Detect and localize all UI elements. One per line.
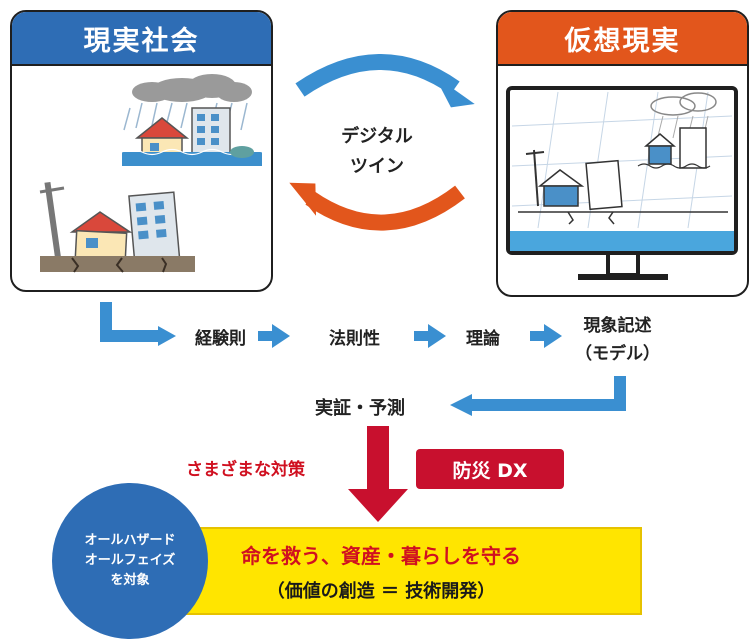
flow-step-model: 現象記述 （モデル） <box>575 312 660 368</box>
goal-line2: （価値の創造 ＝ 技術開発） <box>266 580 496 602</box>
flow-step-arrow-2 <box>414 324 446 348</box>
sketch-collapsed-house <box>543 185 579 207</box>
storm-cloud <box>132 74 252 102</box>
digital-twin-line1: デジタル <box>341 126 413 147</box>
digital-twin-line2: ツイン <box>350 156 404 177</box>
sketch-tilted-building <box>585 159 623 211</box>
disaster-dx-badge: 防災 DX <box>416 449 564 489</box>
verify-return-arrow <box>470 376 626 411</box>
sketch-building <box>679 127 707 169</box>
measures-label: さまざまな対策 <box>186 460 305 480</box>
all-hazard-circle: オールハザード オールフェイズ を対象 <box>52 483 208 639</box>
virtual-world-panel: 仮想現実 <box>496 10 749 297</box>
flood-illustration <box>121 74 263 166</box>
circle-line3: を対象 <box>110 573 150 589</box>
digital-twin-label: デジタル ツイン <box>322 122 432 182</box>
flow-step-law: 法則性 <box>329 329 380 349</box>
virtual-world-title: 仮想現実 <box>498 12 747 66</box>
circle-line2: オールフェイズ <box>84 552 176 568</box>
sketch-cloud <box>650 92 717 116</box>
flow-start-arrow <box>100 302 158 342</box>
flow-step-model-line1: 現象記述 <box>583 316 652 336</box>
flow-step-theory: 理論 <box>466 329 500 349</box>
flow-step-model-line2: （モデル） <box>575 344 660 364</box>
down-red-arrow-shaft <box>367 426 389 491</box>
monitor-bezel <box>510 231 734 251</box>
flow-step-arrow-1 <box>258 324 290 348</box>
monitor-illustration <box>506 86 738 280</box>
flood-water <box>122 152 262 166</box>
real-world-title: 現実社会 <box>12 12 271 66</box>
earthquake-illustration <box>39 181 195 273</box>
verify-predict-label: 実証・予測 <box>315 398 405 419</box>
monitor-base <box>578 274 668 280</box>
flow-step-empirical: 経験則 <box>195 329 246 349</box>
flow-arrows <box>100 302 626 522</box>
flow-step-arrow-3 <box>530 324 562 348</box>
down-red-arrow-head <box>348 489 408 522</box>
twin-arrows <box>289 54 475 231</box>
goal-line1: 命を救う、資産・暮らしを守る <box>241 543 521 568</box>
utility-pole <box>44 181 62 263</box>
real-world-panel: 現実社会 <box>10 10 273 292</box>
upper-blue-arrow <box>295 54 460 97</box>
circle-line1: オールハザード <box>84 532 176 548</box>
sketch-pole <box>533 149 539 207</box>
lower-orange-arrow <box>305 185 465 231</box>
car <box>230 146 254 158</box>
sketch-house <box>648 145 672 165</box>
